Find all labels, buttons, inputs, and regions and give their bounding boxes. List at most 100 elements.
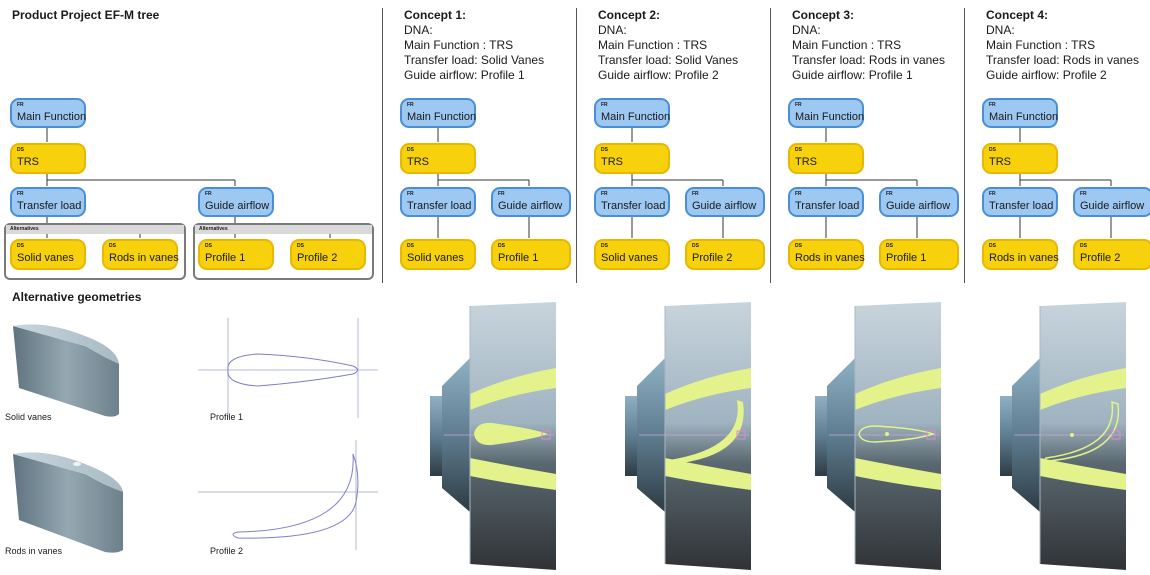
ds-tag: DS bbox=[407, 243, 414, 249]
fr-tag: FR bbox=[1080, 191, 1087, 197]
ds-tag: DS bbox=[17, 147, 24, 153]
ds-tag: DS bbox=[297, 243, 304, 249]
node-ds-right: DS Profile 1 bbox=[879, 239, 959, 270]
node-ds-left: DS Rods in vanes bbox=[982, 239, 1059, 270]
profile-2-caption: Profile 2 bbox=[210, 546, 244, 556]
node-label: TRS bbox=[989, 156, 1011, 168]
ds-tag: DS bbox=[601, 147, 608, 153]
alternatives-header: Alternatives bbox=[195, 225, 372, 234]
concept-dna: DNA: bbox=[598, 23, 627, 37]
node-label: Guide airflow bbox=[1080, 200, 1145, 212]
concept-connectors bbox=[631, 128, 724, 238]
node-label: Solid vanes bbox=[407, 252, 464, 264]
concept-guide-airflow: Guide airflow: Profile 2 bbox=[986, 68, 1107, 82]
node-profile-1: DS Profile 1 bbox=[198, 239, 274, 270]
concept-render bbox=[625, 302, 751, 570]
node-label: Profile 1 bbox=[205, 252, 246, 264]
node-transfer-load: FR Transfer load bbox=[982, 187, 1058, 217]
ds-tag: DS bbox=[109, 243, 116, 249]
node-label: Guide airflow bbox=[692, 200, 757, 212]
node-transfer-load: FR Transfer load bbox=[10, 187, 86, 217]
node-label: Main Function bbox=[989, 111, 1059, 123]
fr-tag: FR bbox=[17, 102, 24, 108]
node-label: TRS bbox=[795, 156, 817, 168]
ds-tag: DS bbox=[1080, 243, 1087, 249]
tree-title: Product Project EF-M tree bbox=[12, 8, 160, 22]
node-transfer-load: FR Transfer load bbox=[788, 187, 864, 217]
node-label: Rods in vanes bbox=[109, 252, 179, 264]
concept-connectors bbox=[825, 128, 918, 238]
concept-header: Concept 3: DNA: Main Function : TRS Tran… bbox=[792, 8, 945, 83]
node-label: Profile 2 bbox=[1080, 252, 1121, 264]
fr-tag: FR bbox=[692, 191, 699, 197]
concept-guide-airflow: Guide airflow: Profile 1 bbox=[792, 68, 913, 82]
node-guide-airflow: FR Guide airflow bbox=[198, 187, 274, 217]
ds-tag: DS bbox=[795, 243, 802, 249]
node-profile-2: DS Profile 2 bbox=[290, 239, 366, 270]
ds-tag: DS bbox=[692, 243, 699, 249]
node-label: Guide airflow bbox=[886, 200, 951, 212]
divider bbox=[770, 8, 771, 283]
fr-tag: FR bbox=[601, 191, 608, 197]
node-guide-airflow: FR Guide airflow bbox=[685, 187, 765, 217]
concept-transfer-load: Transfer load: Rods in vanes bbox=[792, 53, 945, 67]
node-guide-airflow: FR Guide airflow bbox=[491, 187, 571, 217]
node-label: Main Function bbox=[601, 111, 671, 123]
node-label: Solid vanes bbox=[601, 252, 658, 264]
fr-tag: FR bbox=[795, 191, 802, 197]
fr-tag: FR bbox=[601, 102, 608, 108]
node-label: Main Function bbox=[407, 111, 477, 123]
node-label: Transfer load bbox=[989, 200, 1054, 212]
node-trs: DS TRS bbox=[10, 143, 86, 174]
ds-tag: DS bbox=[886, 243, 893, 249]
concept-header: Concept 1: DNA: Main Function : TRS Tran… bbox=[404, 8, 544, 83]
profile-1-sketch bbox=[198, 318, 378, 418]
alternatives-box-transfer: Alternatives bbox=[4, 223, 186, 280]
concept-main-function: Main Function : TRS bbox=[404, 38, 514, 52]
node-label: Guide airflow bbox=[498, 200, 563, 212]
fr-tag: FR bbox=[407, 102, 414, 108]
node-label: TRS bbox=[601, 156, 623, 168]
alternatives-label: Alternatives bbox=[199, 226, 228, 232]
node-trs: DS TRS bbox=[594, 143, 670, 174]
node-label: Transfer load bbox=[795, 200, 860, 212]
node-ds-right: DS Profile 2 bbox=[1073, 239, 1150, 270]
ds-tag: DS bbox=[989, 147, 996, 153]
fr-tag: FR bbox=[498, 191, 505, 197]
ds-tag: DS bbox=[795, 147, 802, 153]
concept-title: Concept 3: bbox=[792, 8, 855, 22]
ds-tag: DS bbox=[498, 243, 505, 249]
alternatives-label: Alternatives bbox=[10, 226, 39, 232]
node-trs: DS TRS bbox=[400, 143, 476, 174]
node-trs: DS TRS bbox=[982, 143, 1058, 174]
node-label: Transfer load bbox=[407, 200, 472, 212]
fr-tag: FR bbox=[795, 102, 802, 108]
node-transfer-load: FR Transfer load bbox=[400, 187, 476, 217]
node-label: TRS bbox=[407, 156, 429, 168]
fr-tag: FR bbox=[407, 191, 414, 197]
concept-dna: DNA: bbox=[792, 23, 821, 37]
node-label: Main Function bbox=[795, 111, 865, 123]
node-trs: DS TRS bbox=[788, 143, 864, 174]
node-rods-in-vanes: DS Rods in vanes bbox=[102, 239, 179, 270]
concept-render bbox=[815, 302, 941, 570]
node-main-function: FR Main Function bbox=[982, 98, 1058, 128]
fr-tag: FR bbox=[989, 191, 996, 197]
concept-header: Concept 4: DNA: Main Function : TRS Tran… bbox=[986, 8, 1139, 83]
node-main-function: FR Main Function bbox=[594, 98, 670, 128]
concept-render bbox=[430, 302, 556, 570]
concept-dna: DNA: bbox=[404, 23, 433, 37]
node-label: Profile 1 bbox=[498, 252, 539, 264]
node-label: Main Function bbox=[17, 111, 87, 123]
node-guide-airflow: FR Guide airflow bbox=[879, 187, 959, 217]
node-label: Profile 1 bbox=[886, 252, 927, 264]
node-label: Rods in vanes bbox=[989, 252, 1059, 264]
node-ds-right: DS Profile 2 bbox=[685, 239, 765, 270]
node-label: Transfer load bbox=[601, 200, 666, 212]
concept-header: Concept 2: DNA: Main Function : TRS Tran… bbox=[598, 8, 738, 83]
concept-title: Concept 4: bbox=[986, 8, 1049, 22]
concept-transfer-load: Transfer load: Rods in vanes bbox=[986, 53, 1139, 67]
alternatives-header: Alternatives bbox=[6, 225, 184, 234]
concept-guide-airflow: Guide airflow: Profile 2 bbox=[598, 68, 719, 82]
ds-tag: DS bbox=[205, 243, 212, 249]
